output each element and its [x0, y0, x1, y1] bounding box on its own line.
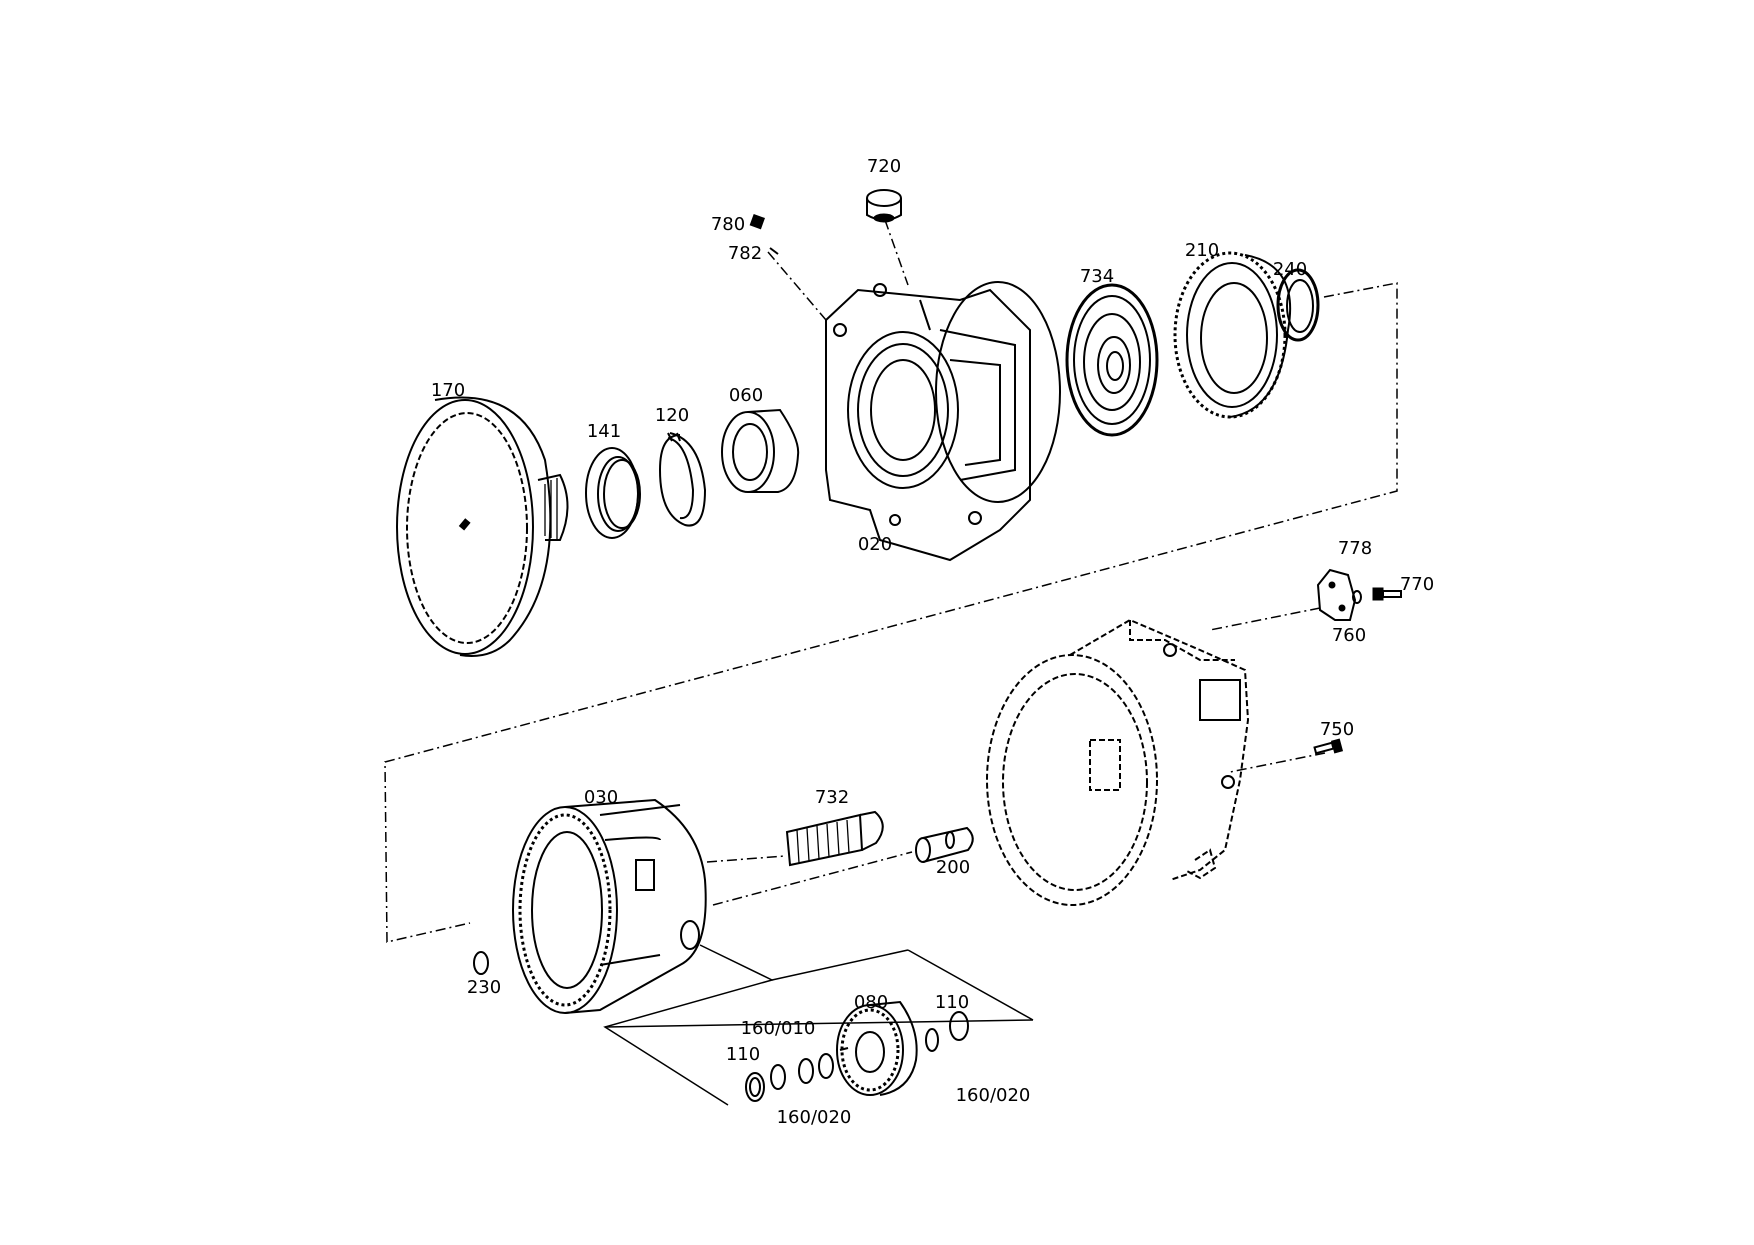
screw-750: [1313, 738, 1344, 755]
label-080: 080: [853, 992, 889, 1013]
disc-734: [1065, 283, 1159, 437]
label-200: 200: [935, 857, 971, 878]
nut-780: [749, 213, 765, 230]
label-240: 240: [1272, 259, 1308, 280]
label-732: 732: [814, 787, 850, 808]
pin-782: [769, 247, 779, 255]
ring-230: [473, 951, 489, 975]
planet-gear-080: [836, 1000, 918, 1096]
shaft-732: [785, 810, 884, 867]
label-734: 734: [1079, 266, 1115, 287]
assembly-leader-lines: [384, 219, 1398, 1106]
label-750: 750: [1319, 719, 1355, 740]
washer-778: [1352, 590, 1362, 604]
housing-020: [825, 281, 1061, 562]
plug-720: [866, 189, 902, 223]
label-160-020-right: 160/020: [955, 1085, 1031, 1106]
label-720: 720: [866, 156, 902, 177]
label-770: 770: [1399, 574, 1435, 595]
washer-110-right: [949, 1011, 969, 1041]
ring-gear-210: [1173, 251, 1292, 419]
needle-set-left: [745, 1047, 849, 1102]
label-110-left: 110: [725, 1044, 761, 1065]
label-780: 780: [710, 214, 746, 235]
main-case: [986, 618, 1250, 906]
label-060: 060: [728, 385, 764, 406]
label-210: 210: [1184, 240, 1220, 261]
label-020: 020: [857, 534, 893, 555]
label-170: 170: [430, 380, 466, 401]
ring-240: [1276, 268, 1320, 342]
label-760: 760: [1331, 625, 1367, 646]
label-110-right: 110: [934, 992, 970, 1013]
label-120: 120: [654, 405, 690, 426]
pin-200: [915, 826, 974, 863]
race-141: [585, 447, 641, 539]
label-782: 782: [727, 243, 763, 264]
flange-170: [396, 396, 569, 657]
screw-770: [1372, 587, 1402, 601]
carrier-030: [512, 798, 707, 1014]
label-160-020-left: 160/020: [776, 1107, 852, 1128]
circlip-120: [658, 432, 707, 527]
label-160-010: 160/010: [740, 1018, 816, 1039]
bearing-060: [721, 408, 800, 493]
needle-160-020-right: [925, 1028, 939, 1052]
label-778: 778: [1337, 538, 1373, 559]
label-141: 141: [586, 421, 622, 442]
label-230: 230: [466, 977, 502, 998]
label-030: 030: [583, 787, 619, 808]
cover-760: [1316, 568, 1357, 621]
